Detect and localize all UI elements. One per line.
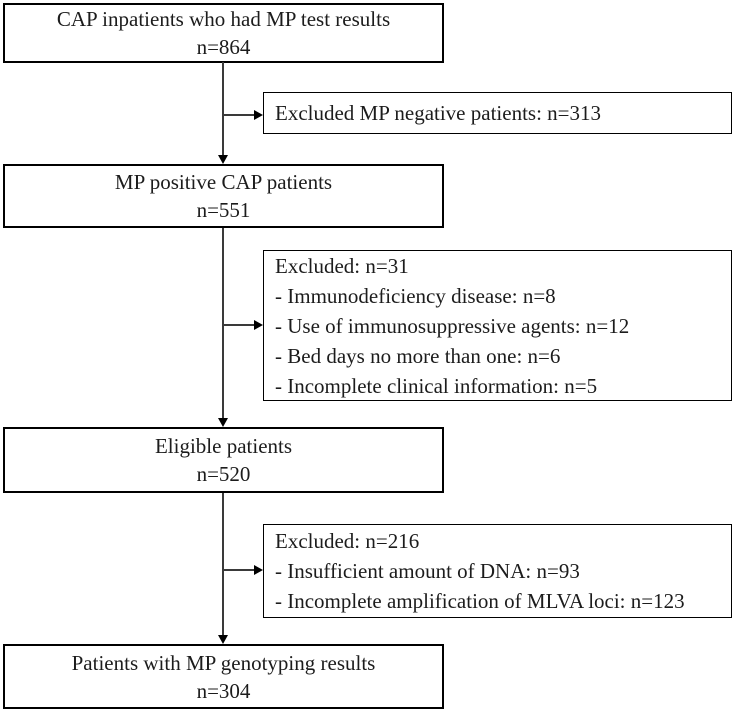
connector-vertical-2 [222,228,224,418]
flow-box-label: CAP inpatients who had MP test results [56,7,391,31]
exclusion-line: - Bed days no more than one: n=6 [275,343,561,368]
exclusion-line: - Immunodeficiency disease: n=8 [275,283,556,308]
arrowhead-right-icon [254,110,263,120]
flow-box-genotyping-results: Patients with MP genotyping results n=30… [3,644,444,709]
flow-box-label: Eligible patients [154,434,293,458]
exclusion-box-mp-negative: Excluded MP negative patients: n=313 [263,92,732,134]
exclusion-line: Excluded MP negative patients: n=313 [275,101,602,125]
connector-branch-1 [223,114,255,116]
exclusion-line: - Insufficient amount of DNA: n=93 [275,559,580,583]
flow-box-mp-positive: MP positive CAP patients n=551 [3,164,444,228]
exclusion-line: Excluded: n=216 [275,529,420,553]
connector-branch-2 [223,324,255,326]
flow-box-count: n=551 [196,198,251,222]
arrowhead-right-icon [254,565,263,575]
flow-box-eligible-patients: Eligible patients n=520 [3,427,444,493]
arrowhead-down-icon [218,418,228,427]
flow-box-label: MP positive CAP patients [114,170,333,194]
exclusion-line: - Use of immunosuppressive agents: n=12 [275,313,630,338]
flow-box-cap-inpatients: CAP inpatients who had MP test results n… [3,3,444,63]
exclusion-box-genotyping: Excluded: n=216 - Insufficient amount of… [263,524,732,618]
flow-box-count: n=520 [196,462,251,486]
connector-branch-3 [223,569,255,571]
arrowhead-down-icon [218,155,228,164]
connector-vertical-1 [222,62,224,156]
arrowhead-right-icon [254,320,263,330]
flow-box-label: Patients with MP genotyping results [71,650,376,675]
exclusion-line: - Incomplete amplification of MLVA loci:… [275,589,685,613]
exclusion-box-clinical: Excluded: n=31 - Immunodeficiency diseas… [263,250,732,401]
flow-box-count: n=864 [196,35,251,59]
exclusion-line: Excluded: n=31 [275,253,409,278]
connector-vertical-3 [222,493,224,635]
arrowhead-down-icon [218,635,228,644]
exclusion-line: - Incomplete clinical information: n=5 [275,373,598,398]
flow-box-count: n=304 [196,678,251,703]
